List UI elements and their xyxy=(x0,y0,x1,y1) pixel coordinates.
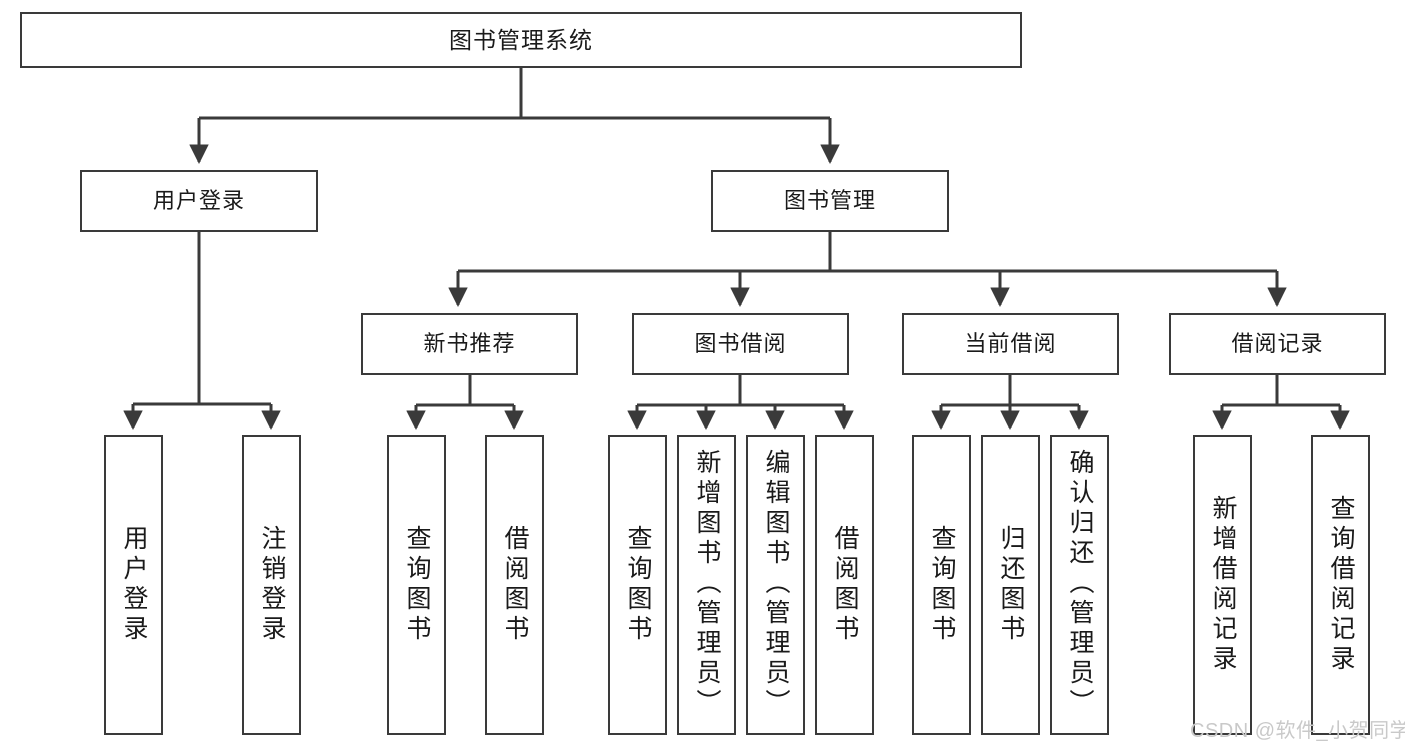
node-leaf-confirm-return-admin[interactable]: 确认归还（管理员） xyxy=(1050,435,1109,735)
node-leaf-borrow-book-recommend[interactable]: 借阅图书 xyxy=(485,435,544,735)
node-label: 新书推荐 xyxy=(423,331,516,357)
node-leaf-return-book[interactable]: 归还图书 xyxy=(981,435,1040,735)
node-label: 图书管理系统 xyxy=(449,26,593,53)
node-book-borrowing[interactable]: 图书借阅 xyxy=(632,313,849,375)
node-leaf-user-login[interactable]: 用户登录 xyxy=(104,435,163,735)
node-leaf-add-book-admin[interactable]: 新增图书（管理员） xyxy=(677,435,736,735)
node-leaf-query-book-current[interactable]: 查询图书 xyxy=(912,435,971,735)
node-leaf-query-book-borrow[interactable]: 查询图书 xyxy=(608,435,667,735)
node-leaf-query-borrow-record[interactable]: 查询借阅记录 xyxy=(1311,435,1370,735)
node-label: 图书借阅 xyxy=(694,331,787,357)
node-label: 编辑图书（管理员） xyxy=(762,449,790,719)
node-label: 归还图书 xyxy=(997,525,1025,645)
node-book-management[interactable]: 图书管理 xyxy=(711,170,949,232)
node-leaf-borrow-book[interactable]: 借阅图书 xyxy=(815,435,874,735)
node-label: 查询图书 xyxy=(928,525,956,645)
node-leaf-add-borrow-record[interactable]: 新增借阅记录 xyxy=(1193,435,1252,735)
node-leaf-logout[interactable]: 注销登录 xyxy=(242,435,301,735)
node-label: 注销登录 xyxy=(258,525,286,645)
node-label: 借阅图书 xyxy=(501,525,529,645)
node-current-borrowing[interactable]: 当前借阅 xyxy=(902,313,1119,375)
node-label: 当前借阅 xyxy=(964,331,1057,357)
node-label: 用户登录 xyxy=(120,525,148,645)
node-label: 新增借阅记录 xyxy=(1209,495,1237,675)
node-new-book-recommendation[interactable]: 新书推荐 xyxy=(361,313,578,375)
node-borrowing-record[interactable]: 借阅记录 xyxy=(1169,313,1386,375)
node-user-login[interactable]: 用户登录 xyxy=(80,170,318,232)
watermark-text: CSDN @软件_小贺同学 xyxy=(1190,720,1405,742)
node-label: 查询图书 xyxy=(403,525,431,645)
node-label: 新增图书（管理员） xyxy=(693,449,721,719)
node-root-book-management-system[interactable]: 图书管理系统 xyxy=(20,12,1022,68)
node-label: 查询借阅记录 xyxy=(1327,495,1355,675)
node-label: 图书管理 xyxy=(783,188,876,214)
node-leaf-edit-book-admin[interactable]: 编辑图书（管理员） xyxy=(746,435,805,735)
node-label: 借阅图书 xyxy=(831,525,859,645)
node-label: 借阅记录 xyxy=(1231,331,1324,357)
node-leaf-query-book-recommend[interactable]: 查询图书 xyxy=(387,435,446,735)
node-label: 确认归还（管理员） xyxy=(1066,449,1094,719)
node-label: 查询图书 xyxy=(624,525,652,645)
node-label: 用户登录 xyxy=(152,188,245,214)
